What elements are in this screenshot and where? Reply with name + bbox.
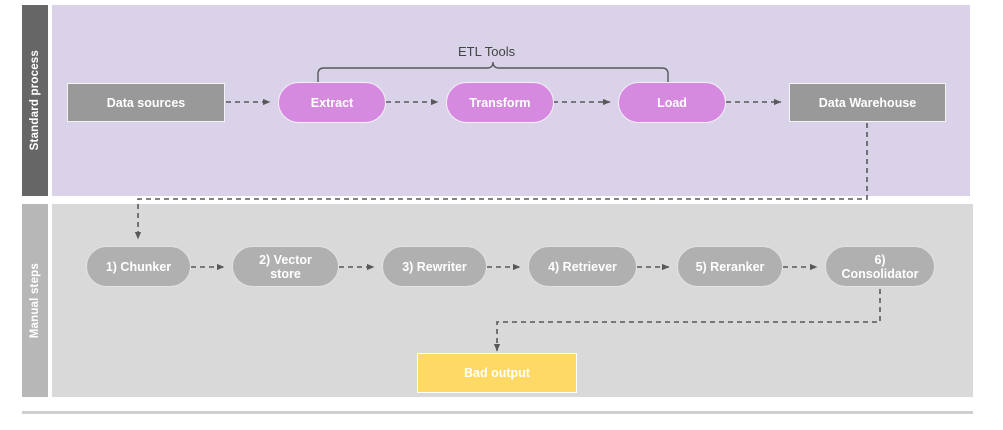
- node-load-label: Load: [657, 95, 687, 110]
- node-extract-label: Extract: [310, 95, 354, 110]
- node-reranker[interactable]: 5) Reranker: [677, 246, 783, 287]
- node-chunker[interactable]: 1) Chunker: [86, 246, 191, 287]
- node-load[interactable]: Load: [618, 82, 726, 123]
- node-consolidator[interactable]: 6) Consolidator: [825, 246, 935, 287]
- node-consolidator-label: 6) Consolidator: [841, 252, 919, 281]
- node-vector-store[interactable]: 2) Vector store: [232, 246, 339, 287]
- node-data-warehouse[interactable]: Data Warehouse: [789, 83, 946, 122]
- node-transform-label: Transform: [469, 95, 531, 110]
- lane-label-manual-steps-text: Manual steps: [29, 262, 41, 339]
- node-vector-store-label: 2) Vector store: [259, 252, 312, 281]
- node-retriever[interactable]: 4) Retriever: [528, 246, 637, 287]
- lane-label-standard-process-text: Standard process: [29, 50, 41, 151]
- node-data-sources[interactable]: Data sources: [67, 83, 225, 122]
- node-chunker-label: 1) Chunker: [105, 259, 172, 274]
- lane-label-manual-steps: Manual steps: [22, 204, 48, 397]
- node-rewriter[interactable]: 3) Rewriter: [382, 246, 487, 287]
- node-bad-output-label: Bad output: [464, 366, 530, 380]
- node-retriever-label: 4) Retriever: [548, 259, 617, 274]
- lane-label-standard-process: Standard process: [22, 5, 48, 196]
- node-data-sources-label: Data sources: [106, 95, 186, 110]
- node-reranker-label: 5) Reranker: [695, 259, 765, 274]
- bottom-divider: [22, 411, 973, 414]
- etl-tools-label: ETL Tools: [458, 44, 516, 59]
- node-bad-output[interactable]: Bad output: [417, 353, 577, 393]
- node-transform[interactable]: Transform: [446, 82, 554, 123]
- node-rewriter-label: 3) Rewriter: [402, 259, 467, 274]
- node-data-warehouse-label: Data Warehouse: [818, 95, 917, 110]
- node-extract[interactable]: Extract: [278, 82, 386, 123]
